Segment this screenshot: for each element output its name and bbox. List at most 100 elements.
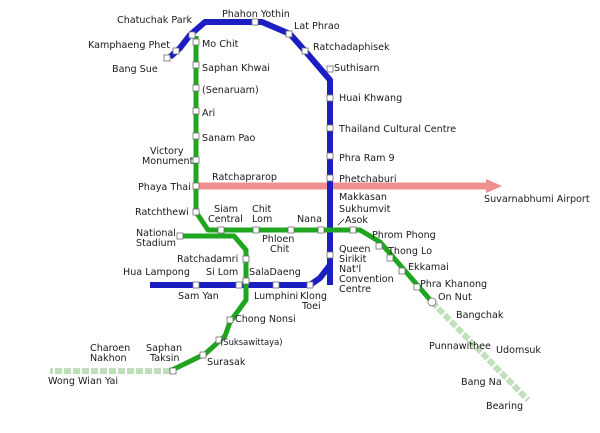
label-national-stadium-2: Stadium bbox=[136, 238, 176, 249]
station-lat-phrao[interactable] bbox=[285, 30, 293, 38]
asok-pointer bbox=[337, 218, 345, 226]
station-senaruam[interactable] bbox=[192, 84, 200, 92]
label-bangchak: Bangchak bbox=[456, 310, 504, 321]
label-lat-phrao: Lat Phrao bbox=[294, 21, 340, 32]
label-ari: Ari bbox=[202, 108, 215, 119]
label-nana: Nana bbox=[297, 214, 322, 225]
label-siam-2: Central bbox=[208, 214, 243, 225]
label-queen-sirikit-4: Convention bbox=[339, 274, 394, 285]
station-chatuchak-park[interactable] bbox=[188, 31, 196, 39]
label-chatuchak-park: Chatuchak Park bbox=[117, 15, 193, 26]
label-phrom-phong: Phrom Phong bbox=[372, 230, 436, 241]
station-si-lom[interactable] bbox=[235, 281, 243, 289]
mrt-line-south bbox=[150, 263, 333, 288]
label-ratchathewi: Ratchthewi bbox=[135, 207, 189, 218]
station-suthisarn[interactable] bbox=[326, 65, 334, 73]
label-victory-monument-2: Monument bbox=[142, 156, 194, 167]
label-sanam-pao: Sanam Pao bbox=[202, 133, 256, 144]
station-surasak[interactable] bbox=[199, 351, 207, 359]
label-sam-yan: Sam Yan bbox=[178, 291, 219, 302]
label-ratchadamri: Ratchadamri bbox=[177, 254, 238, 265]
label-phaya-thai: Phaya Thai bbox=[138, 182, 191, 193]
station-thong-lo[interactable] bbox=[386, 254, 394, 262]
station-phra-ram-9[interactable] bbox=[326, 152, 334, 160]
label-hua-lamphong: Hua Lampong bbox=[123, 267, 190, 278]
station-victory-monument[interactable] bbox=[192, 156, 200, 164]
label-saphan-khwai: Saphan Khwai bbox=[202, 63, 270, 74]
label-queen-sirikit-1: Queen bbox=[339, 244, 371, 255]
label-udomsuk: Udomsuk bbox=[496, 345, 541, 356]
station-khlong-toei[interactable] bbox=[306, 281, 314, 289]
label-khlong-toei-1: Klong bbox=[300, 291, 327, 302]
label-bang-sue: Bang Sue bbox=[112, 64, 158, 75]
station-phaya-thai[interactable] bbox=[192, 182, 200, 190]
label-kamphaeng-phet: Kamphaeng Phet bbox=[88, 40, 170, 51]
station-phra-khanong[interactable] bbox=[413, 283, 421, 291]
label-mo-chit: Mo Chit bbox=[202, 39, 239, 50]
label-si-lom: Si Lom bbox=[206, 267, 238, 278]
station-on-nut[interactable] bbox=[427, 297, 437, 307]
label-thailand-cultural-centre: Thailand Cultural Centre bbox=[338, 124, 456, 135]
station-ratchathewi[interactable] bbox=[192, 208, 200, 216]
station-queen-sirikit[interactable] bbox=[326, 251, 334, 259]
station-lumphini[interactable] bbox=[272, 281, 280, 289]
label-phloen-chit-2: Chit bbox=[270, 244, 289, 255]
label-victory-monument-1: Victory bbox=[150, 146, 184, 157]
station-ekkamai[interactable] bbox=[398, 267, 406, 275]
station-saphan-khwai[interactable] bbox=[192, 61, 200, 69]
label-suthisarn: Suthisarn bbox=[334, 63, 379, 74]
station-sam-yan[interactable] bbox=[192, 281, 200, 289]
label-thong-lo: Thong Lo bbox=[387, 246, 432, 257]
station-suksawittaya[interactable] bbox=[215, 336, 223, 344]
label-punnawithee: Punnawithee bbox=[429, 341, 491, 352]
label-sala-daeng: SalaDaeng bbox=[249, 267, 301, 278]
label-phloen-chit-1: Phloen bbox=[262, 234, 294, 245]
sukhumvit-extension-line bbox=[429, 299, 531, 403]
station-nana[interactable] bbox=[317, 226, 325, 234]
label-chit-lom-1: Chit bbox=[252, 204, 271, 215]
station-ratchadaphisek[interactable] bbox=[301, 47, 309, 55]
station-phloen-chit[interactable] bbox=[287, 226, 295, 234]
station-siam[interactable] bbox=[217, 226, 225, 234]
label-siam-1: Siam bbox=[214, 204, 238, 215]
label-suvarnabhumi-airport: Suvarnabhumi Airport bbox=[484, 194, 590, 205]
station-bang-sue[interactable] bbox=[163, 54, 171, 62]
label-huai-khwang: Huai Khwang bbox=[339, 93, 402, 104]
label-phetchaburi: Phetchaburi bbox=[339, 174, 397, 185]
station-national-stadium[interactable] bbox=[176, 232, 184, 240]
label-queen-sirikit-2: Sirikit bbox=[339, 254, 367, 265]
station-thailand-cultural-centre[interactable] bbox=[326, 124, 334, 132]
station-huai-khwang[interactable] bbox=[326, 94, 334, 102]
station-ratchadamri[interactable] bbox=[242, 255, 250, 263]
label-senaruam: (Senaruam) bbox=[202, 85, 259, 96]
silom-line bbox=[168, 233, 249, 374]
label-on-nut: On Nut bbox=[438, 292, 472, 303]
station-saphan-taksin[interactable] bbox=[169, 367, 177, 375]
station-chong-nonsi[interactable] bbox=[226, 316, 234, 324]
label-phra-khanong: Phra Khanong bbox=[420, 279, 487, 290]
label-chong-nonsi: Chong Nonsi bbox=[235, 314, 296, 325]
station-mo-chit[interactable] bbox=[192, 38, 200, 46]
station-phrom-phong[interactable] bbox=[375, 242, 383, 250]
mrt-line bbox=[167, 19, 333, 285]
label-sukhumvit: Sukhumvit bbox=[339, 204, 391, 215]
label-asok: Asok bbox=[345, 215, 368, 226]
station-phetchaburi[interactable] bbox=[326, 174, 334, 182]
station-asok[interactable] bbox=[349, 226, 357, 234]
label-charoen-nakhon-2: Nakhon bbox=[90, 353, 127, 364]
station-chit-lom[interactable] bbox=[252, 226, 260, 234]
station-sala-daeng[interactable] bbox=[242, 277, 250, 285]
label-saphan-taksin-2: Taksin bbox=[149, 353, 179, 364]
label-lumphini: Lumphini bbox=[254, 291, 298, 302]
label-makkasan: Makkasan bbox=[339, 192, 387, 203]
label-chit-lom-2: Lom bbox=[252, 214, 272, 225]
station-kamphaeng-phet[interactable] bbox=[172, 47, 180, 55]
label-wong-wian-yai: Wong Wian Yai bbox=[48, 376, 118, 387]
label-queen-sirikit-3: Nat'l bbox=[339, 264, 361, 275]
label-charoen-nakhon-1: Charoen bbox=[90, 343, 130, 354]
station-phahon-yothin[interactable] bbox=[251, 18, 259, 26]
station-sanam-pao[interactable] bbox=[192, 132, 200, 140]
station-ari[interactable] bbox=[192, 107, 200, 115]
